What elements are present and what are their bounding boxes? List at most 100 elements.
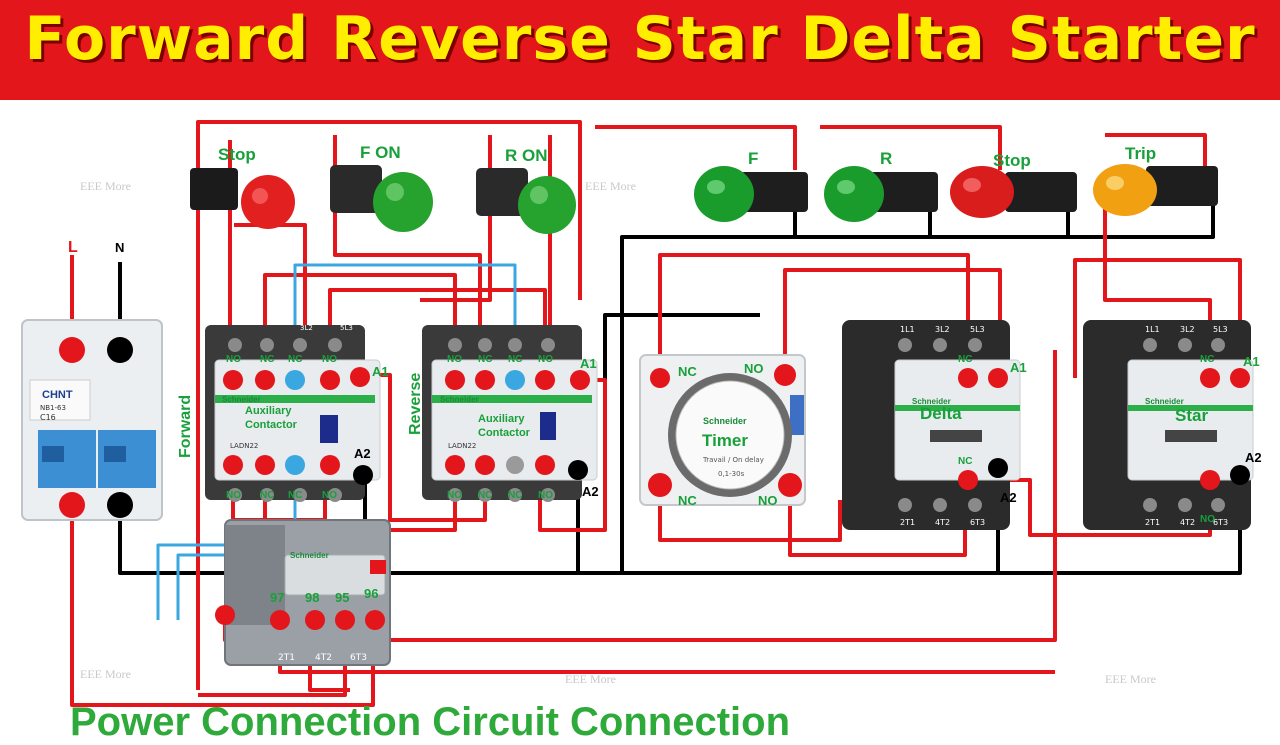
star-bottom-term: 2T1 <box>1145 518 1160 527</box>
delta-top-term: 1L1 <box>900 325 915 334</box>
reverse-name-line2: Contactor <box>478 427 531 439</box>
watermark-text: EEE More <box>585 179 636 193</box>
wiring-diagram: EEE More EEE More EEE More EEE More EEE … <box>21 120 1262 707</box>
star-a1-label: A1 <box>1243 354 1260 369</box>
forward-contact-type: NC <box>260 354 274 365</box>
reverse-brand: Schneider <box>440 395 479 404</box>
forward-top-term: 3L2 <box>300 324 313 332</box>
forward-model: LADN22 <box>230 442 258 450</box>
star-brand: Schneider <box>1145 397 1184 406</box>
mcb-breaker[interactable]: CHNT NB1-63 C16 <box>21 319 163 521</box>
reverse-model: LADN22 <box>448 442 476 450</box>
page-title: Forward Reverse Star Delta Starter <box>24 4 1256 74</box>
lamp-f-icon <box>694 166 808 222</box>
timer-nc-top: NC <box>678 364 697 379</box>
forward-name-line1: Auxiliary <box>245 405 292 417</box>
forward-contact-type: NC <box>260 490 274 501</box>
title-banner: Forward Reverse Star Delta Starter <box>0 0 1280 100</box>
mcb-n-terminal-icon <box>107 337 133 363</box>
star-contactor: 1L1 3L2 5L3 2T1 4T2 6T3 Schneider Star N… <box>1083 320 1262 530</box>
stop-button[interactable] <box>190 168 295 229</box>
star-top-term: 5L3 <box>1213 325 1228 334</box>
delta-top-term: 5L3 <box>970 325 985 334</box>
watermark-text: EEE More <box>80 179 131 193</box>
star-bottom-term: 4T2 <box>1180 518 1195 527</box>
forward-contact-type: NO <box>226 490 241 501</box>
forward-contact-type: NC <box>288 490 302 501</box>
mcb-rating: C16 <box>40 413 56 422</box>
watermark-text: EEE More <box>1105 672 1156 686</box>
forward-a2-label: A2 <box>354 446 371 461</box>
bottom-caption: Power Connection Circuit Connection <box>70 700 791 744</box>
delta-a1-label: A1 <box>1010 360 1027 375</box>
star-top-term: 3L2 <box>1180 325 1195 334</box>
reverse-on-button[interactable] <box>476 168 576 234</box>
forward-name-line2: Contactor <box>245 419 298 431</box>
mcb-n-out-terminal-icon <box>107 492 133 518</box>
reverse-name-line1: Auxiliary <box>478 413 525 425</box>
lamp-f-label: F <box>748 149 758 168</box>
mcb-model: NB1-63 <box>40 404 66 412</box>
star-no-bottom: NO <box>1200 514 1215 525</box>
reverse-bottom-term: 6T3 <box>554 511 569 520</box>
delta-a2-label: A2 <box>1000 490 1017 505</box>
timer-name: Timer <box>702 431 748 450</box>
reverse-a1-label: A1 <box>580 356 597 371</box>
timer-brand: Schneider <box>703 416 747 426</box>
overload-bottom-term: 6T3 <box>350 653 367 663</box>
overload-terminal: 97 <box>270 590 284 605</box>
overload-terminal: 98 <box>305 590 319 605</box>
reverse-contact-type: NO <box>447 490 462 501</box>
forward-side-label: Forward <box>177 395 194 458</box>
delta-bottom-term: 4T2 <box>935 518 950 527</box>
watermark-text: EEE More <box>80 667 131 681</box>
lamp-trip-icon <box>1093 164 1218 216</box>
star-bottom-term: 6T3 <box>1213 518 1228 527</box>
reverse-contactor: Schneider Auxiliary Contactor LADN22 NO … <box>422 325 599 520</box>
delta-bottom-term: 6T3 <box>970 518 985 527</box>
delta-nc-bottom: NC <box>958 456 972 467</box>
overload-bottom-term: 2T1 <box>278 653 295 663</box>
timer-no-top: NO <box>744 361 764 376</box>
watermark-text: EEE More <box>565 672 616 686</box>
mcb-l-terminal-icon <box>59 337 85 363</box>
forward-contact-type: NO <box>226 354 241 365</box>
star-name: Star <box>1175 406 1208 425</box>
delta-contactor: 1L1 3L2 5L3 2T1 4T2 6T3 Schneider Delta … <box>842 320 1027 530</box>
timer-nc-bottom: NC <box>678 493 697 508</box>
reverse-a2-label: A2 <box>582 484 599 499</box>
overload-brand: Schneider <box>290 551 329 560</box>
timer-subtitle: Travail / On delay <box>702 456 764 464</box>
watermarks: EEE More EEE More EEE More EEE More EEE … <box>80 179 1156 686</box>
forward-a1-label: A1 <box>372 364 389 379</box>
overload-terminal: 96 <box>364 586 378 601</box>
forward-contact-type: NO <box>322 490 337 501</box>
forward-top-term: 5L3 <box>340 324 353 332</box>
reverse-side-label: Reverse <box>407 373 424 435</box>
overload-relay: Schneider 97 98 95 96 2T1 4T2 6T3 <box>215 519 391 666</box>
timer-range: 0,1-30s <box>718 470 745 478</box>
reverse-contact-type: NO <box>447 354 462 365</box>
timer-relay[interactable]: Schneider Timer Travail / On delay 0,1-3… <box>639 354 806 508</box>
forward-contact-type: NC <box>288 354 302 365</box>
reverse-contact-type: NO <box>538 490 553 501</box>
reverse-bottom-term: 4T2 <box>520 511 535 520</box>
reverse-contact-type: NC <box>478 490 492 501</box>
delta-nc-top: NC <box>958 354 972 365</box>
delta-name: Delta <box>920 404 962 423</box>
delta-brand: Schneider <box>912 397 951 406</box>
reverse-contact-type: NC <box>508 354 522 365</box>
lamp-trip-label: Trip <box>1125 144 1156 163</box>
forward-on-button[interactable] <box>330 165 433 232</box>
reverse-contact-type: NC <box>508 490 522 501</box>
overload-bottom-term: 4T2 <box>315 653 332 663</box>
star-a2-label: A2 <box>1245 450 1262 465</box>
forward-on-button-label: F ON <box>360 143 401 162</box>
reverse-contact-type: NO <box>538 354 553 365</box>
supply-l-label: L <box>68 239 78 256</box>
overload-terminal: 95 <box>335 590 349 605</box>
mcb-l-out-terminal-icon <box>59 492 85 518</box>
lamp-r-icon <box>824 166 938 222</box>
supply-n-label: N <box>115 240 124 255</box>
lamp-stop-icon <box>950 166 1077 218</box>
